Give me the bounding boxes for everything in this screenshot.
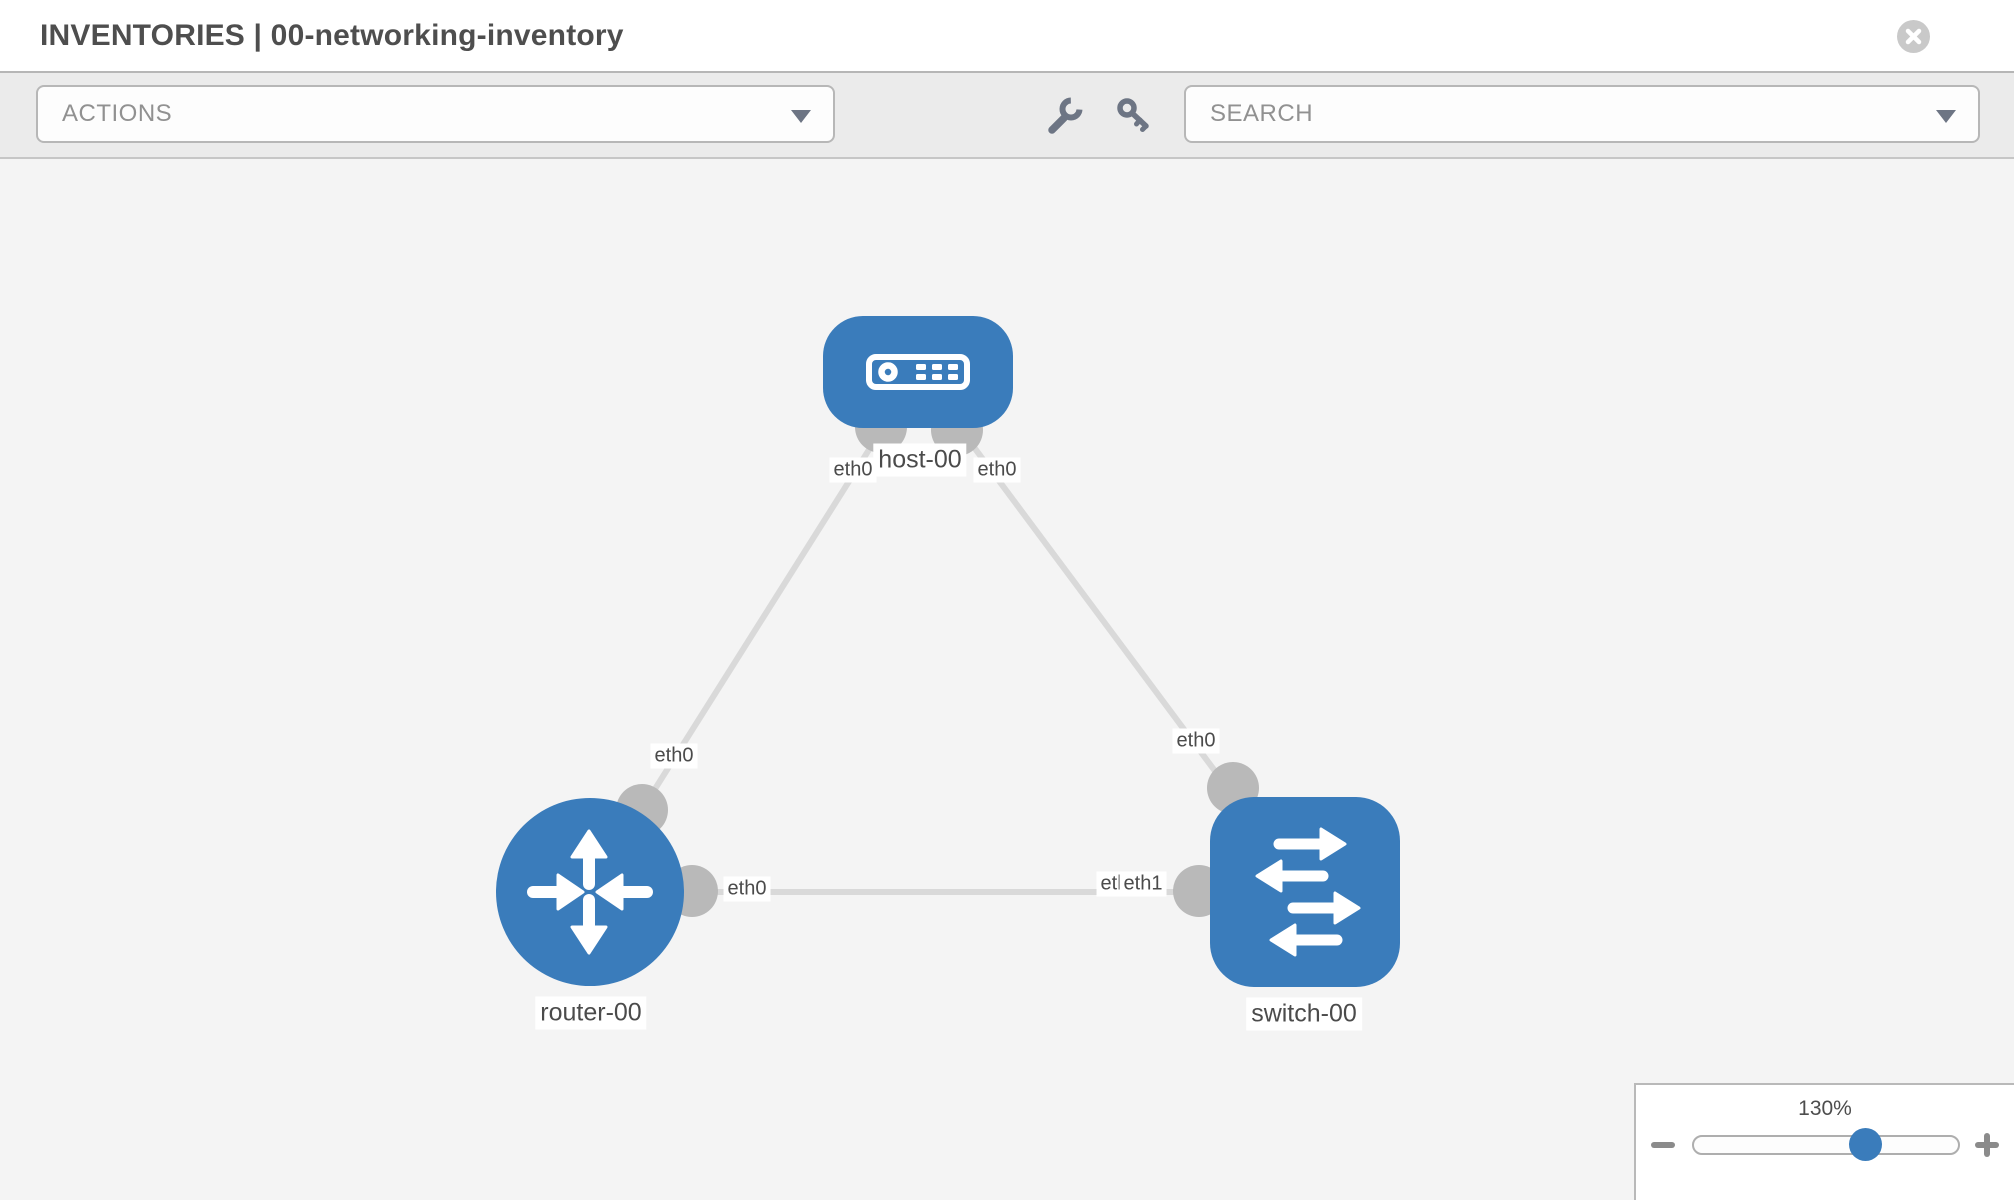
minus-icon (1651, 1142, 1675, 1148)
switch-icon (1255, 827, 1361, 957)
key-button[interactable] (1112, 94, 1156, 138)
zoom-widget: 130% (1634, 1083, 2014, 1200)
zoom-slider-track[interactable] (1692, 1128, 1960, 1161)
search-dropdown[interactable]: SEARCH (1184, 85, 1980, 143)
actions-dropdown-label: ACTIONS (62, 100, 173, 127)
actions-dropdown[interactable]: ACTIONS (36, 85, 835, 143)
tools-button[interactable] (1043, 94, 1087, 138)
zoom-slider-thumb[interactable] (1849, 1128, 1882, 1161)
zoom-out-button[interactable] (1650, 1132, 1676, 1158)
topology-canvas[interactable]: host-00 router-00 switch-00 eth0 eth0 et… (0, 159, 2014, 1200)
node-host-00[interactable] (823, 316, 1013, 428)
header-bar: INVENTORIES | 00-networking-inventory (0, 0, 2014, 73)
interface-label: eth1 (1119, 871, 1167, 897)
page-title: INVENTORIES | 00-networking-inventory (40, 19, 624, 52)
node-label-router: router-00 (535, 996, 647, 1030)
interface-label: eth0 (650, 743, 698, 769)
host-icon (866, 354, 970, 390)
search-dropdown-label: SEARCH (1210, 100, 1314, 127)
zoom-level: 130% (1798, 1097, 1852, 1120)
chevron-down-icon (1936, 110, 1956, 123)
interface-label: eth0 (1172, 728, 1220, 754)
interface-label: eth0 (723, 876, 771, 902)
close-icon (1905, 28, 1922, 45)
node-label-switch: switch-00 (1246, 997, 1362, 1031)
interface-label: eth0 (973, 457, 1021, 483)
node-router-00[interactable] (496, 798, 684, 986)
zoom-in-button[interactable] (1974, 1132, 2000, 1158)
node-switch-00[interactable] (1210, 797, 1400, 987)
plus-icon-vbar (1984, 1133, 1990, 1157)
router-icon (527, 829, 653, 955)
toolbar: ACTIONS SEARCH (0, 73, 2014, 159)
links-layer (587, 370, 1308, 917)
close-button[interactable] (1897, 20, 1930, 53)
wrench-icon (1048, 97, 1083, 134)
key-icon (1117, 98, 1149, 132)
interface-label: eth0 (829, 457, 877, 483)
chevron-down-icon (791, 110, 811, 123)
node-label-host: host-00 (873, 443, 967, 477)
